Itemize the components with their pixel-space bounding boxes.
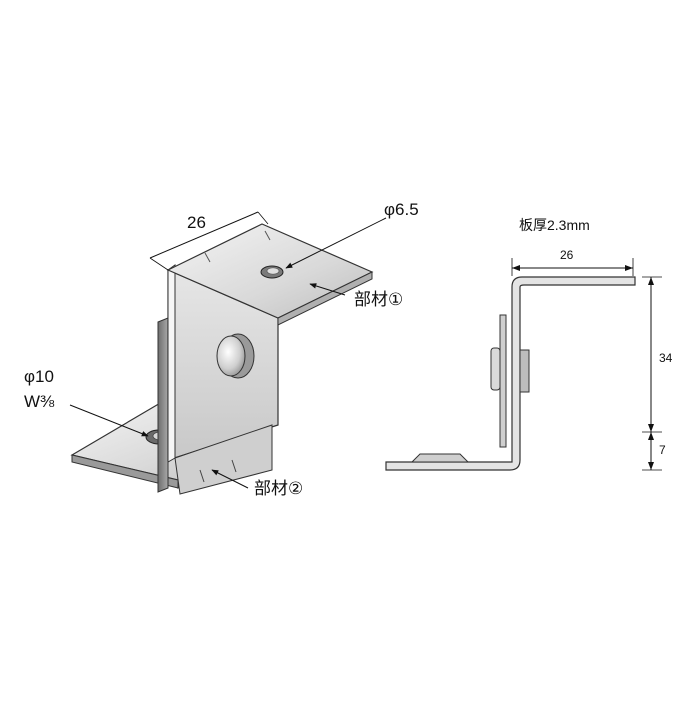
ext-line <box>149 257 169 271</box>
notch-mark <box>231 459 237 473</box>
side-nut-left <box>490 347 501 391</box>
side-bottom-nut <box>410 453 470 463</box>
boss-nut-face <box>216 335 246 377</box>
notch-mark <box>199 469 205 483</box>
rear-plate-edge <box>157 317 169 493</box>
iso-bracket <box>69 211 387 495</box>
leader-part1 <box>309 283 346 296</box>
notch-mark <box>204 252 211 263</box>
part1-label: 部材① <box>354 290 404 309</box>
leader-part2 <box>211 469 249 489</box>
top-hole-inner <box>266 267 280 275</box>
side-profile <box>385 276 636 471</box>
notch-mark <box>264 230 271 241</box>
arrow-tip <box>648 462 654 470</box>
leader-hole-large <box>69 404 149 437</box>
arrow-tip <box>648 432 654 440</box>
hole-small-label: φ6.5 <box>384 200 419 219</box>
arrow-tip <box>512 265 520 271</box>
leader-hole-small <box>285 217 387 269</box>
dim-line-width <box>149 211 259 259</box>
side-nut-right <box>519 349 530 393</box>
side-dim-height-upper-label: 34 <box>659 351 673 365</box>
side-dim-width-label: 26 <box>560 248 574 262</box>
side-rear-plate <box>499 314 507 448</box>
ext-line <box>257 211 269 225</box>
side-bracket <box>385 258 662 471</box>
iso-dim-width-label: 26 <box>187 213 206 232</box>
thickness-note: 板厚2.3mm <box>519 217 590 233</box>
top-plate-edge <box>277 271 373 326</box>
arrow-tip <box>648 277 654 285</box>
vertical-plate-fold <box>167 264 176 463</box>
part2-label: 部材② <box>254 479 304 498</box>
arrow-tip <box>648 424 654 432</box>
hole-large-label: φ10 <box>24 367 54 386</box>
thread-label: W⅜ <box>24 392 55 411</box>
arrow-tip <box>625 265 633 271</box>
side-dim-height-lower-label: 7 <box>659 443 666 457</box>
lower-tab <box>174 424 273 495</box>
